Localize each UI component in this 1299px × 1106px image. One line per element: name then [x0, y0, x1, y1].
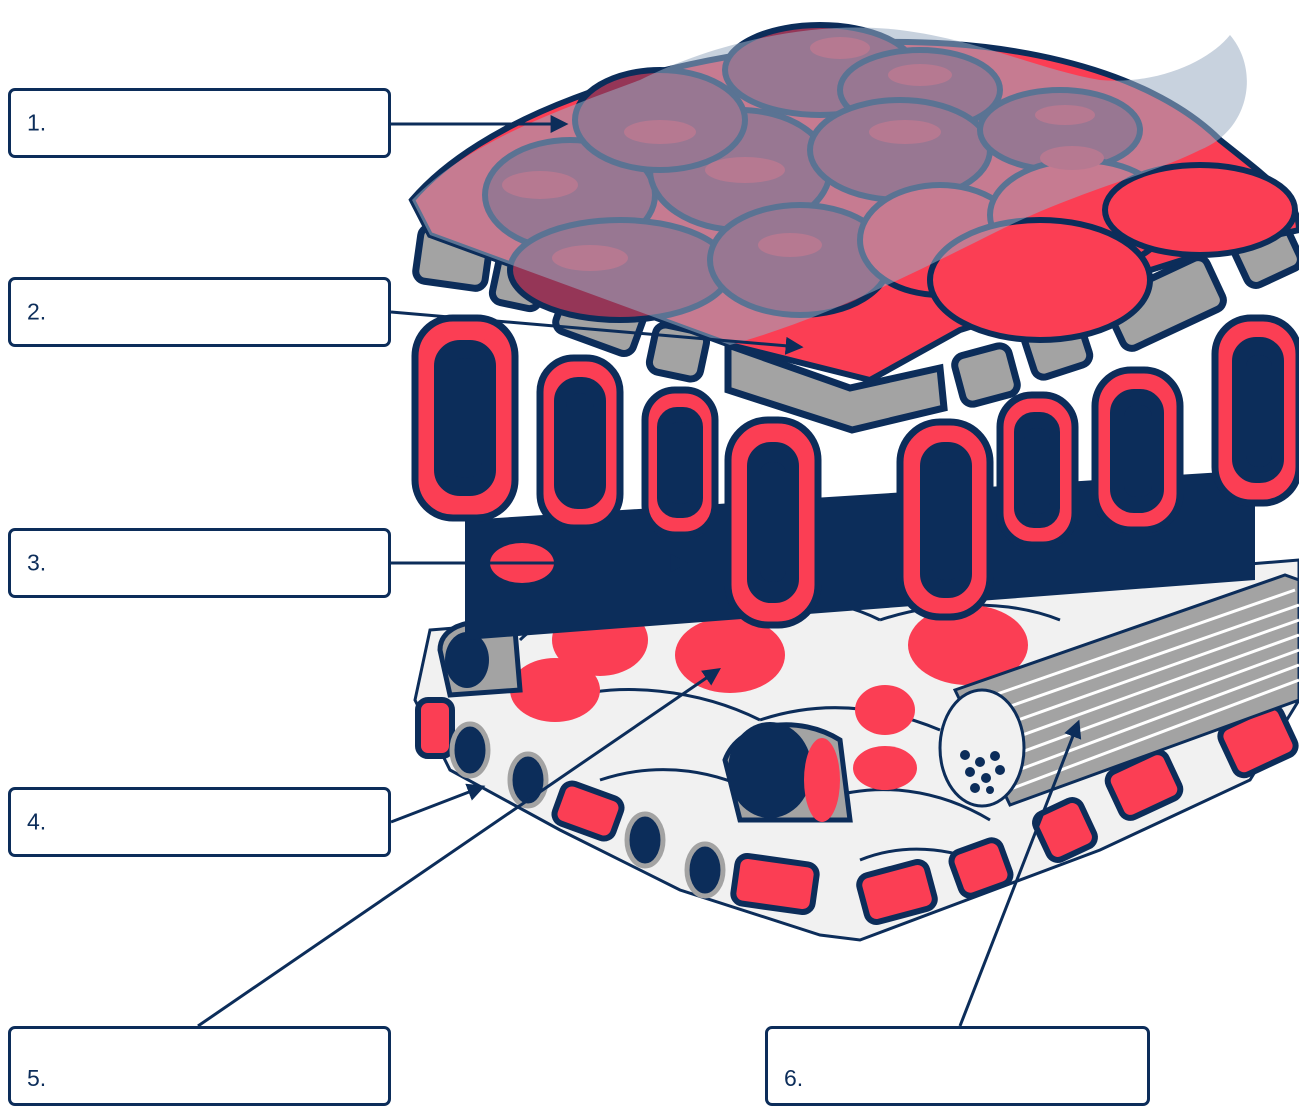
spongy-mesophyll-layer	[413, 558, 1299, 942]
label-4-text: 4.	[27, 808, 47, 835]
label-box-3[interactable]: 3.	[8, 528, 391, 598]
label-box-2[interactable]: 2.	[8, 277, 391, 347]
label-5-text: 5.	[27, 1065, 47, 1091]
label-box-6[interactable]: 6.	[765, 1026, 1150, 1106]
label-box-4[interactable]: 4.	[8, 787, 391, 857]
label-1-text: 1.	[27, 109, 47, 136]
leader-line-6	[958, 719, 1082, 1027]
label-2-text: 2.	[27, 298, 47, 325]
cuticle-layer	[412, 27, 1247, 345]
leader-line-5	[197, 667, 721, 1028]
label-6-text: 6.	[784, 1065, 804, 1091]
leader-line-4	[390, 783, 486, 824]
palisade-mesophyll-layer	[411, 314, 1299, 629]
label-box-5[interactable]: 5.	[8, 1026, 391, 1106]
label-box-1[interactable]: 1.	[8, 88, 391, 158]
leader-line-2	[390, 310, 804, 355]
label-3-text: 3.	[27, 549, 47, 576]
leader-lines	[197, 115, 1082, 1028]
vascular-bundle	[938, 573, 1299, 808]
